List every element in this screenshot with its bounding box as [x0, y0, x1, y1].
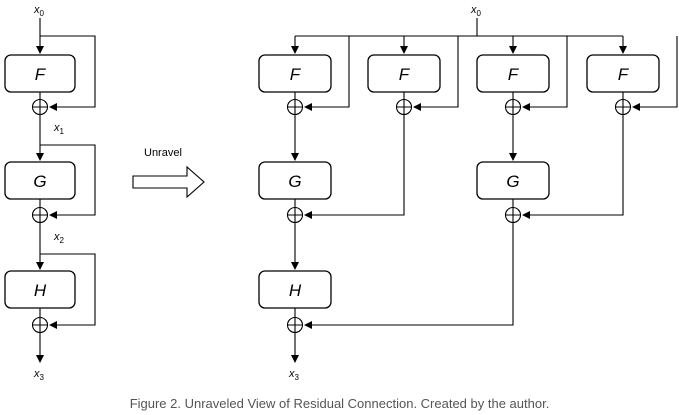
right-f-column-3: F	[476, 54, 550, 116]
right-f-label-3: F	[508, 65, 520, 84]
left-g-label: G	[33, 172, 46, 191]
right-g-column-1: G	[258, 161, 332, 224]
left-x0-label: x0	[33, 4, 45, 18]
left-add-3	[31, 316, 49, 334]
figure-caption: Figure 2. Unraveled View of Residual Con…	[130, 396, 550, 411]
left-add-1	[31, 98, 49, 116]
right-g-label-2: G	[506, 172, 519, 191]
left-x3-label: x3	[33, 368, 45, 382]
right-f-column-4: F	[586, 54, 660, 116]
right-unraveled: x0 F F F	[258, 4, 678, 382]
right-x0-label: x0	[470, 4, 482, 18]
left-add-2	[31, 206, 49, 224]
right-f-label-4: F	[618, 65, 630, 84]
left-stack: x0 F x1 G x2 H	[4, 4, 96, 382]
right-g-label-1: G	[288, 172, 301, 191]
right-f-label-2: F	[399, 65, 411, 84]
unravel-arrow: Unravel	[132, 147, 205, 199]
left-x2-label: x2	[53, 231, 65, 245]
right-h-label: H	[289, 281, 302, 300]
left-x1-label: x1	[53, 122, 65, 136]
right-f-label-1: F	[290, 65, 302, 84]
right-f-column-2: F	[367, 54, 441, 116]
unravel-label: Unravel	[144, 147, 182, 159]
right-g-column-3: G	[476, 161, 550, 224]
left-h-label: H	[34, 281, 47, 300]
right-x3-label: x3	[288, 368, 300, 382]
right-f-column-1: F	[258, 54, 332, 116]
left-f-label: F	[35, 65, 47, 84]
right-h-column: H	[258, 270, 332, 334]
